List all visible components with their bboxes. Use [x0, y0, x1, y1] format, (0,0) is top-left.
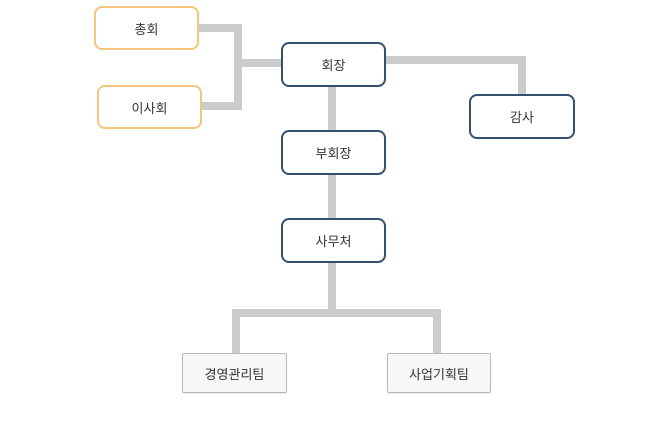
node-secretariat[interactable]: 사무처 [281, 218, 386, 263]
connector-president-auditor [386, 56, 526, 95]
connector-assembly-board [199, 24, 242, 110]
node-vice-president[interactable]: 부회장 [281, 130, 386, 175]
node-auditor[interactable]: 감사 [469, 94, 575, 139]
node-auditor-label: 감사 [510, 111, 534, 126]
node-planning-team[interactable]: 사업기획팀 [387, 353, 491, 393]
node-secretariat-label: 사무처 [315, 235, 352, 250]
node-board[interactable]: 이사회 [97, 85, 202, 129]
node-planning-team-label: 사업기획팀 [409, 367, 469, 383]
node-management-team[interactable]: 경영관리팀 [182, 353, 287, 393]
node-general-assembly[interactable]: 총회 [94, 6, 199, 50]
node-board-label: 이사회 [131, 101, 168, 117]
node-president[interactable]: 회장 [281, 42, 386, 87]
node-president-label: 회장 [321, 59, 346, 74]
node-management-team-label: 경영관리팀 [204, 367, 265, 383]
node-vice-president-label: 부회장 [315, 147, 352, 162]
node-general-assembly-label: 총회 [134, 22, 159, 38]
connector-secretariat-teams [232, 262, 441, 354]
